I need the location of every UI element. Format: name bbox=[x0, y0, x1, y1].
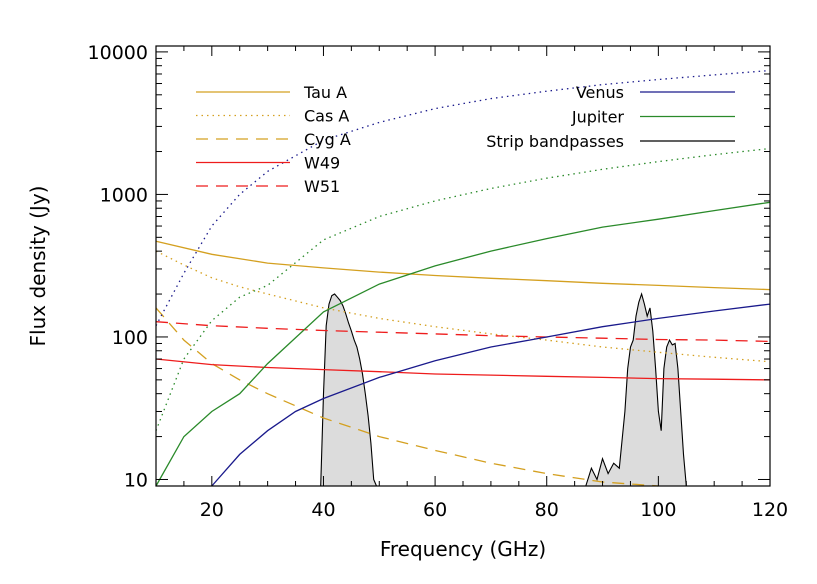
legend-label-venus: Venus bbox=[576, 83, 624, 102]
series-line-jupiter-upper bbox=[155, 147, 771, 431]
legend-label-strip-bandpasses: Strip bandpasses bbox=[486, 132, 624, 151]
x-tick-label: 120 bbox=[752, 499, 788, 521]
series-line-cyg-a bbox=[155, 307, 659, 487]
bandpass-regions bbox=[320, 292, 687, 487]
y-tick-label: 10 bbox=[124, 469, 148, 491]
legend-label-tau-a: Tau A bbox=[303, 83, 347, 102]
series-line-cas-a bbox=[155, 250, 771, 363]
legend-label-w51: W51 bbox=[304, 177, 340, 196]
x-tick-label: 20 bbox=[200, 499, 224, 521]
x-tick-label: 40 bbox=[311, 499, 335, 521]
legend-label-jupiter: Jupiter bbox=[571, 108, 625, 127]
series-lines bbox=[155, 69, 771, 487]
bandpass-region-1 bbox=[320, 293, 378, 487]
bandpass-region-2 bbox=[585, 292, 687, 487]
series-line-venus-upper bbox=[155, 69, 771, 327]
x-tick-label: 100 bbox=[640, 499, 676, 521]
series-line-jupiter bbox=[155, 201, 771, 487]
series-line-tau-a bbox=[155, 240, 771, 291]
legend-label-cyg-a: Cyg A bbox=[304, 130, 351, 149]
series-line-w49 bbox=[155, 358, 771, 381]
y-tick-label: 100 bbox=[112, 327, 148, 349]
legend-label-w49: W49 bbox=[304, 154, 340, 173]
axis-ticks: 20 40 60 80 100 120 10 100 1000 10000 bbox=[88, 42, 789, 521]
series-line-venus bbox=[211, 303, 771, 487]
x-tick-label: 60 bbox=[423, 499, 447, 521]
series-line-w51 bbox=[155, 321, 771, 343]
legend-label-cas-a: Cas A bbox=[304, 107, 349, 126]
y-axis-label: Flux density (Jy) bbox=[26, 186, 50, 347]
y-tick-label: 10000 bbox=[88, 42, 148, 64]
x-axis-label: Frequency (GHz) bbox=[380, 537, 546, 561]
y-tick-label: 1000 bbox=[100, 184, 148, 206]
x-tick-label: 80 bbox=[535, 499, 559, 521]
